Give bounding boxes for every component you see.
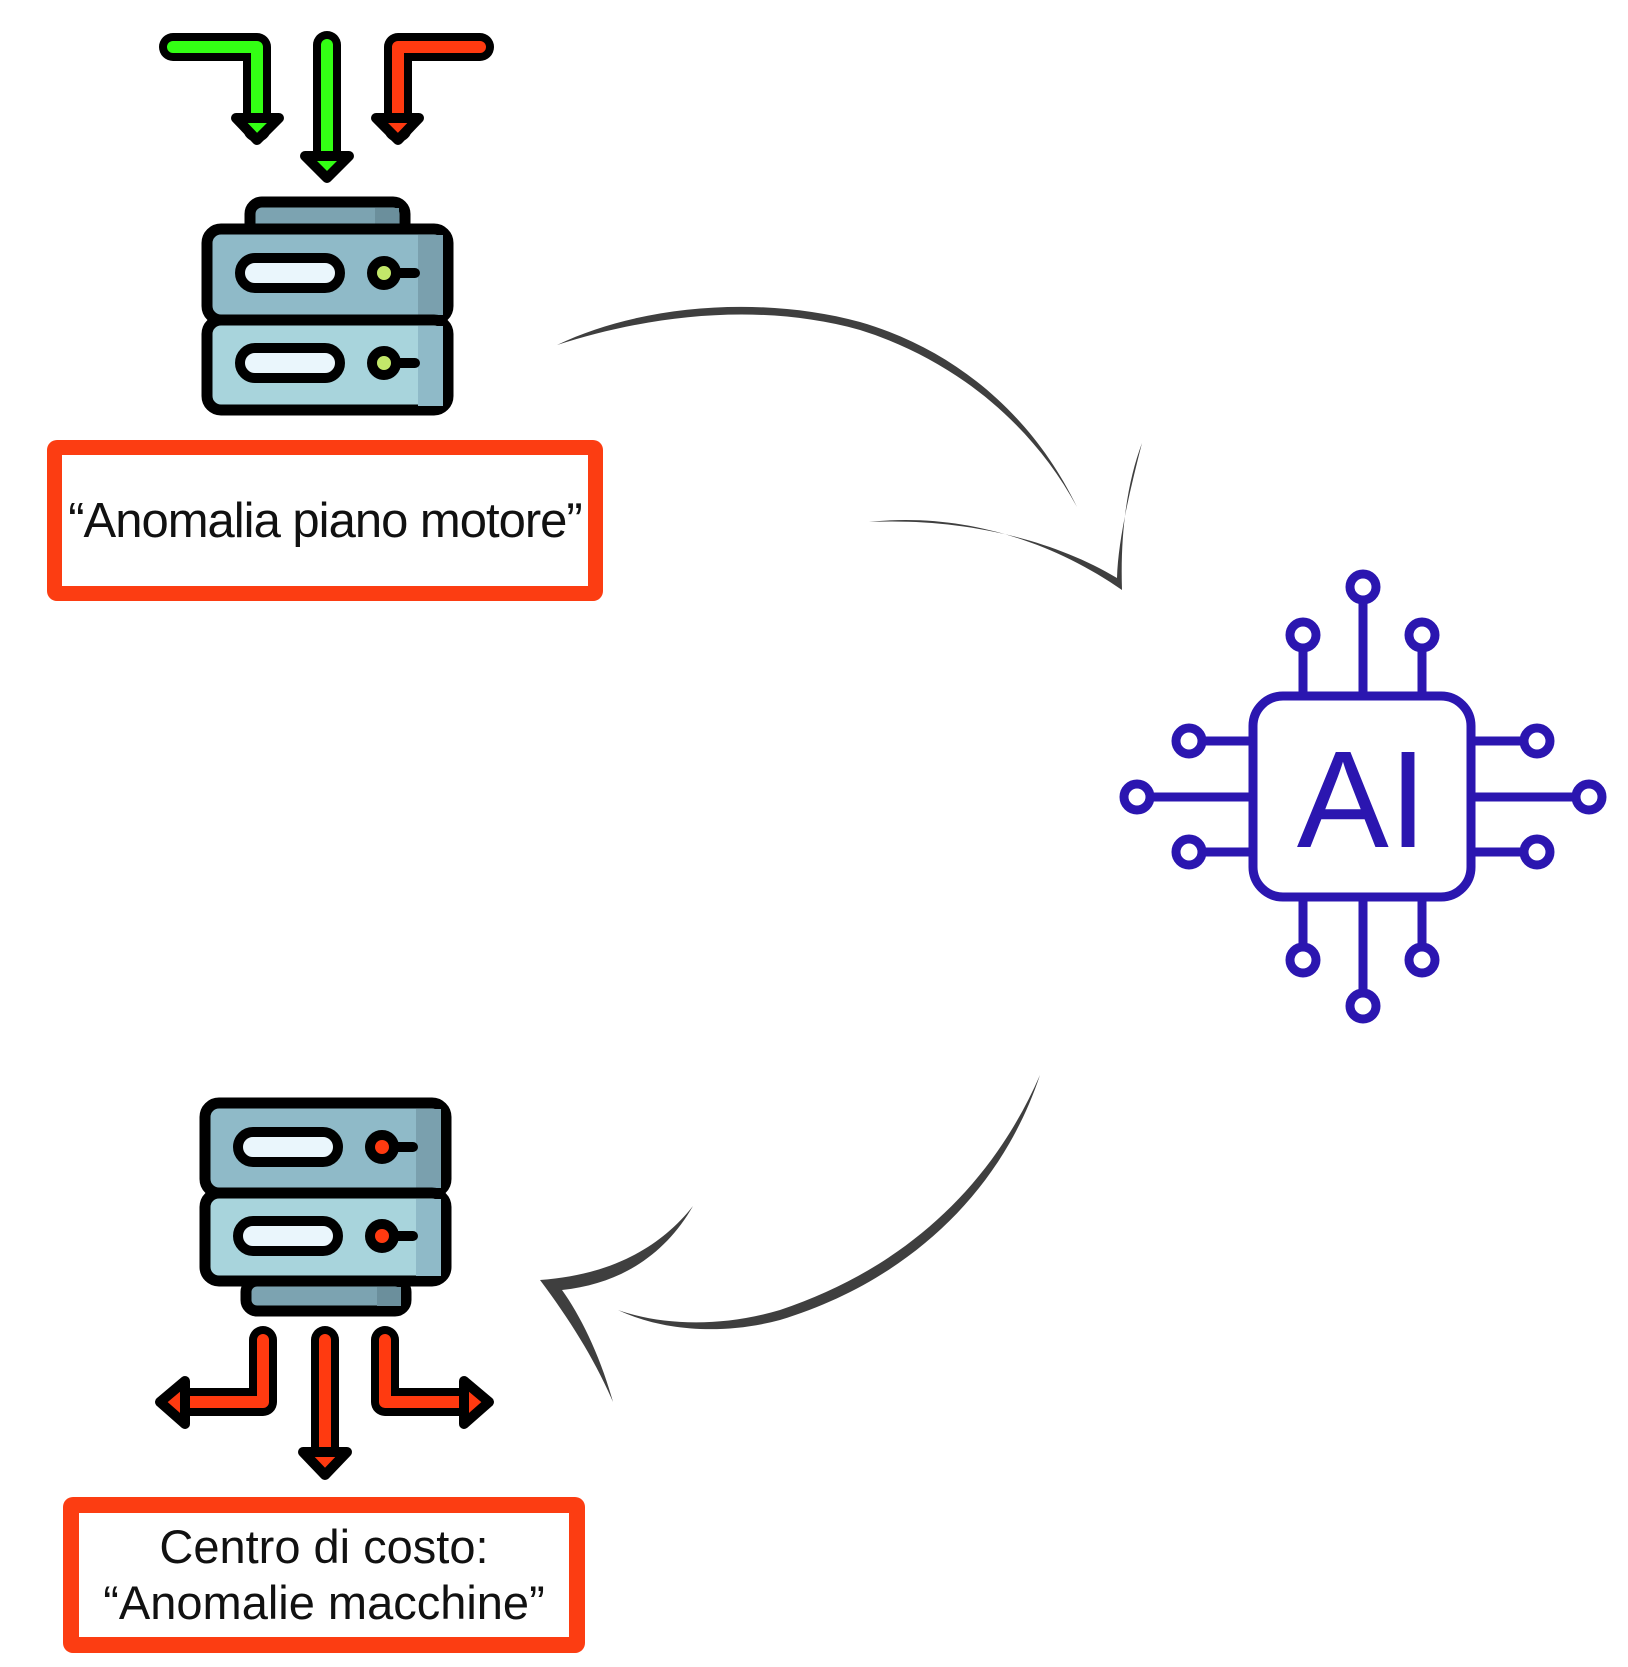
target-label-line1: Centro di costo: — [159, 1520, 489, 1573]
ai-chip-icon — [1119, 569, 1607, 1024]
incoming-arrow-right — [371, 33, 494, 145]
ai-chip-label: AI — [1297, 723, 1427, 877]
target-label-line2: “Anomalie macchine” — [103, 1576, 545, 1629]
outgoing-arrow-center — [298, 1326, 352, 1480]
outgoing-arrow-left — [155, 1326, 277, 1429]
server-outgoing-icon — [155, 1097, 494, 1480]
target-label-box: Centro di costo: “Anomalie macchine” — [63, 1497, 585, 1653]
flow-arrow-to-target — [540, 1075, 1040, 1402]
server-incoming-icon — [159, 31, 494, 416]
flow-arrow-to-ai — [557, 306, 1142, 590]
incoming-arrow-center — [300, 31, 354, 183]
incoming-arrow-left — [159, 33, 284, 145]
source-label: “Anomalia piano motore” — [68, 493, 583, 548]
source-label-box: “Anomalia piano motore” — [47, 440, 603, 601]
outgoing-arrow-right — [371, 1326, 494, 1429]
